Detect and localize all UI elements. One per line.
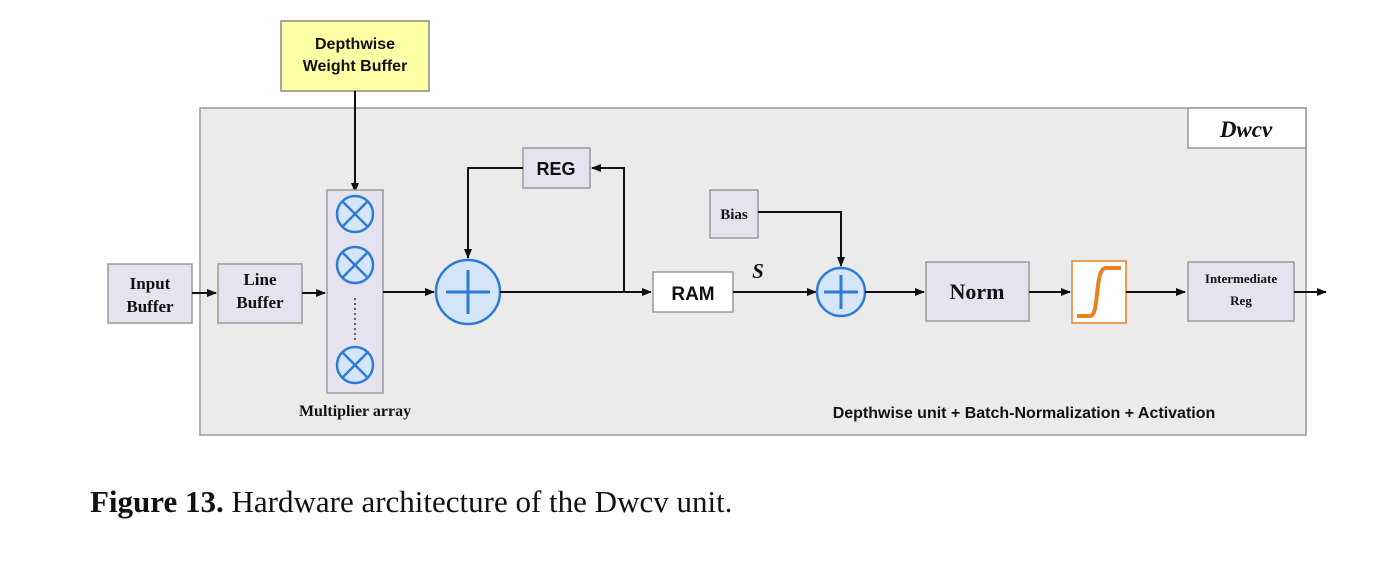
multiply-icon-3 (335, 345, 375, 385)
intermediate-reg-label-2: Reg (1230, 293, 1252, 308)
bias-to-adder-arrow (758, 211, 845, 267)
figure-caption: Figure 13. Hardware architecture of the … (90, 484, 732, 520)
adder-icon-1 (434, 258, 502, 326)
input-buffer-label-1: Input (130, 274, 171, 293)
multiply-icon-1 (335, 194, 375, 234)
weight-buffer-label-1: Depthwise (315, 36, 395, 53)
signal-s-label: S (752, 259, 764, 283)
reg-to-adder-arrow (464, 167, 523, 259)
intermediate-reg-label-1: Intermediate (1205, 271, 1277, 286)
multiply-icon-2 (335, 245, 375, 285)
line-buffer-label-2: Buffer (236, 293, 284, 312)
bias-box (709, 189, 759, 239)
figure-caption-text: Hardware architecture of the Dwcv unit. (223, 484, 733, 519)
norm-label: Norm (950, 279, 1005, 304)
bias-label: Bias (720, 207, 748, 223)
norm-box (925, 261, 1030, 322)
dwcv-tag: Dwcv (1219, 117, 1273, 142)
intermediate-reg-box (1187, 261, 1295, 322)
multiplier-array-label: Multiplier array (299, 403, 411, 420)
unit-caption: Depthwise unit + Batch-Normalization + A… (833, 405, 1216, 422)
input-buffer-box (107, 263, 193, 324)
input-buffer-label-2: Buffer (126, 297, 174, 316)
line-buffer-box (217, 263, 303, 324)
line-buffer-label-1: Line (243, 270, 277, 289)
weight-buffer-box (280, 20, 430, 92)
adder-icon-2 (815, 266, 867, 318)
reg-label: REG (536, 159, 575, 179)
weight-buffer-label-2: Weight Buffer (303, 58, 408, 75)
feedback-to-reg-arrow (591, 164, 625, 292)
ram-label: RAM (671, 284, 714, 305)
sigmoid-step-icon (1071, 260, 1127, 324)
reg-box (522, 147, 591, 189)
figure-caption-label: Figure 13. (90, 484, 224, 519)
dwcv-tag-box (1187, 107, 1307, 149)
